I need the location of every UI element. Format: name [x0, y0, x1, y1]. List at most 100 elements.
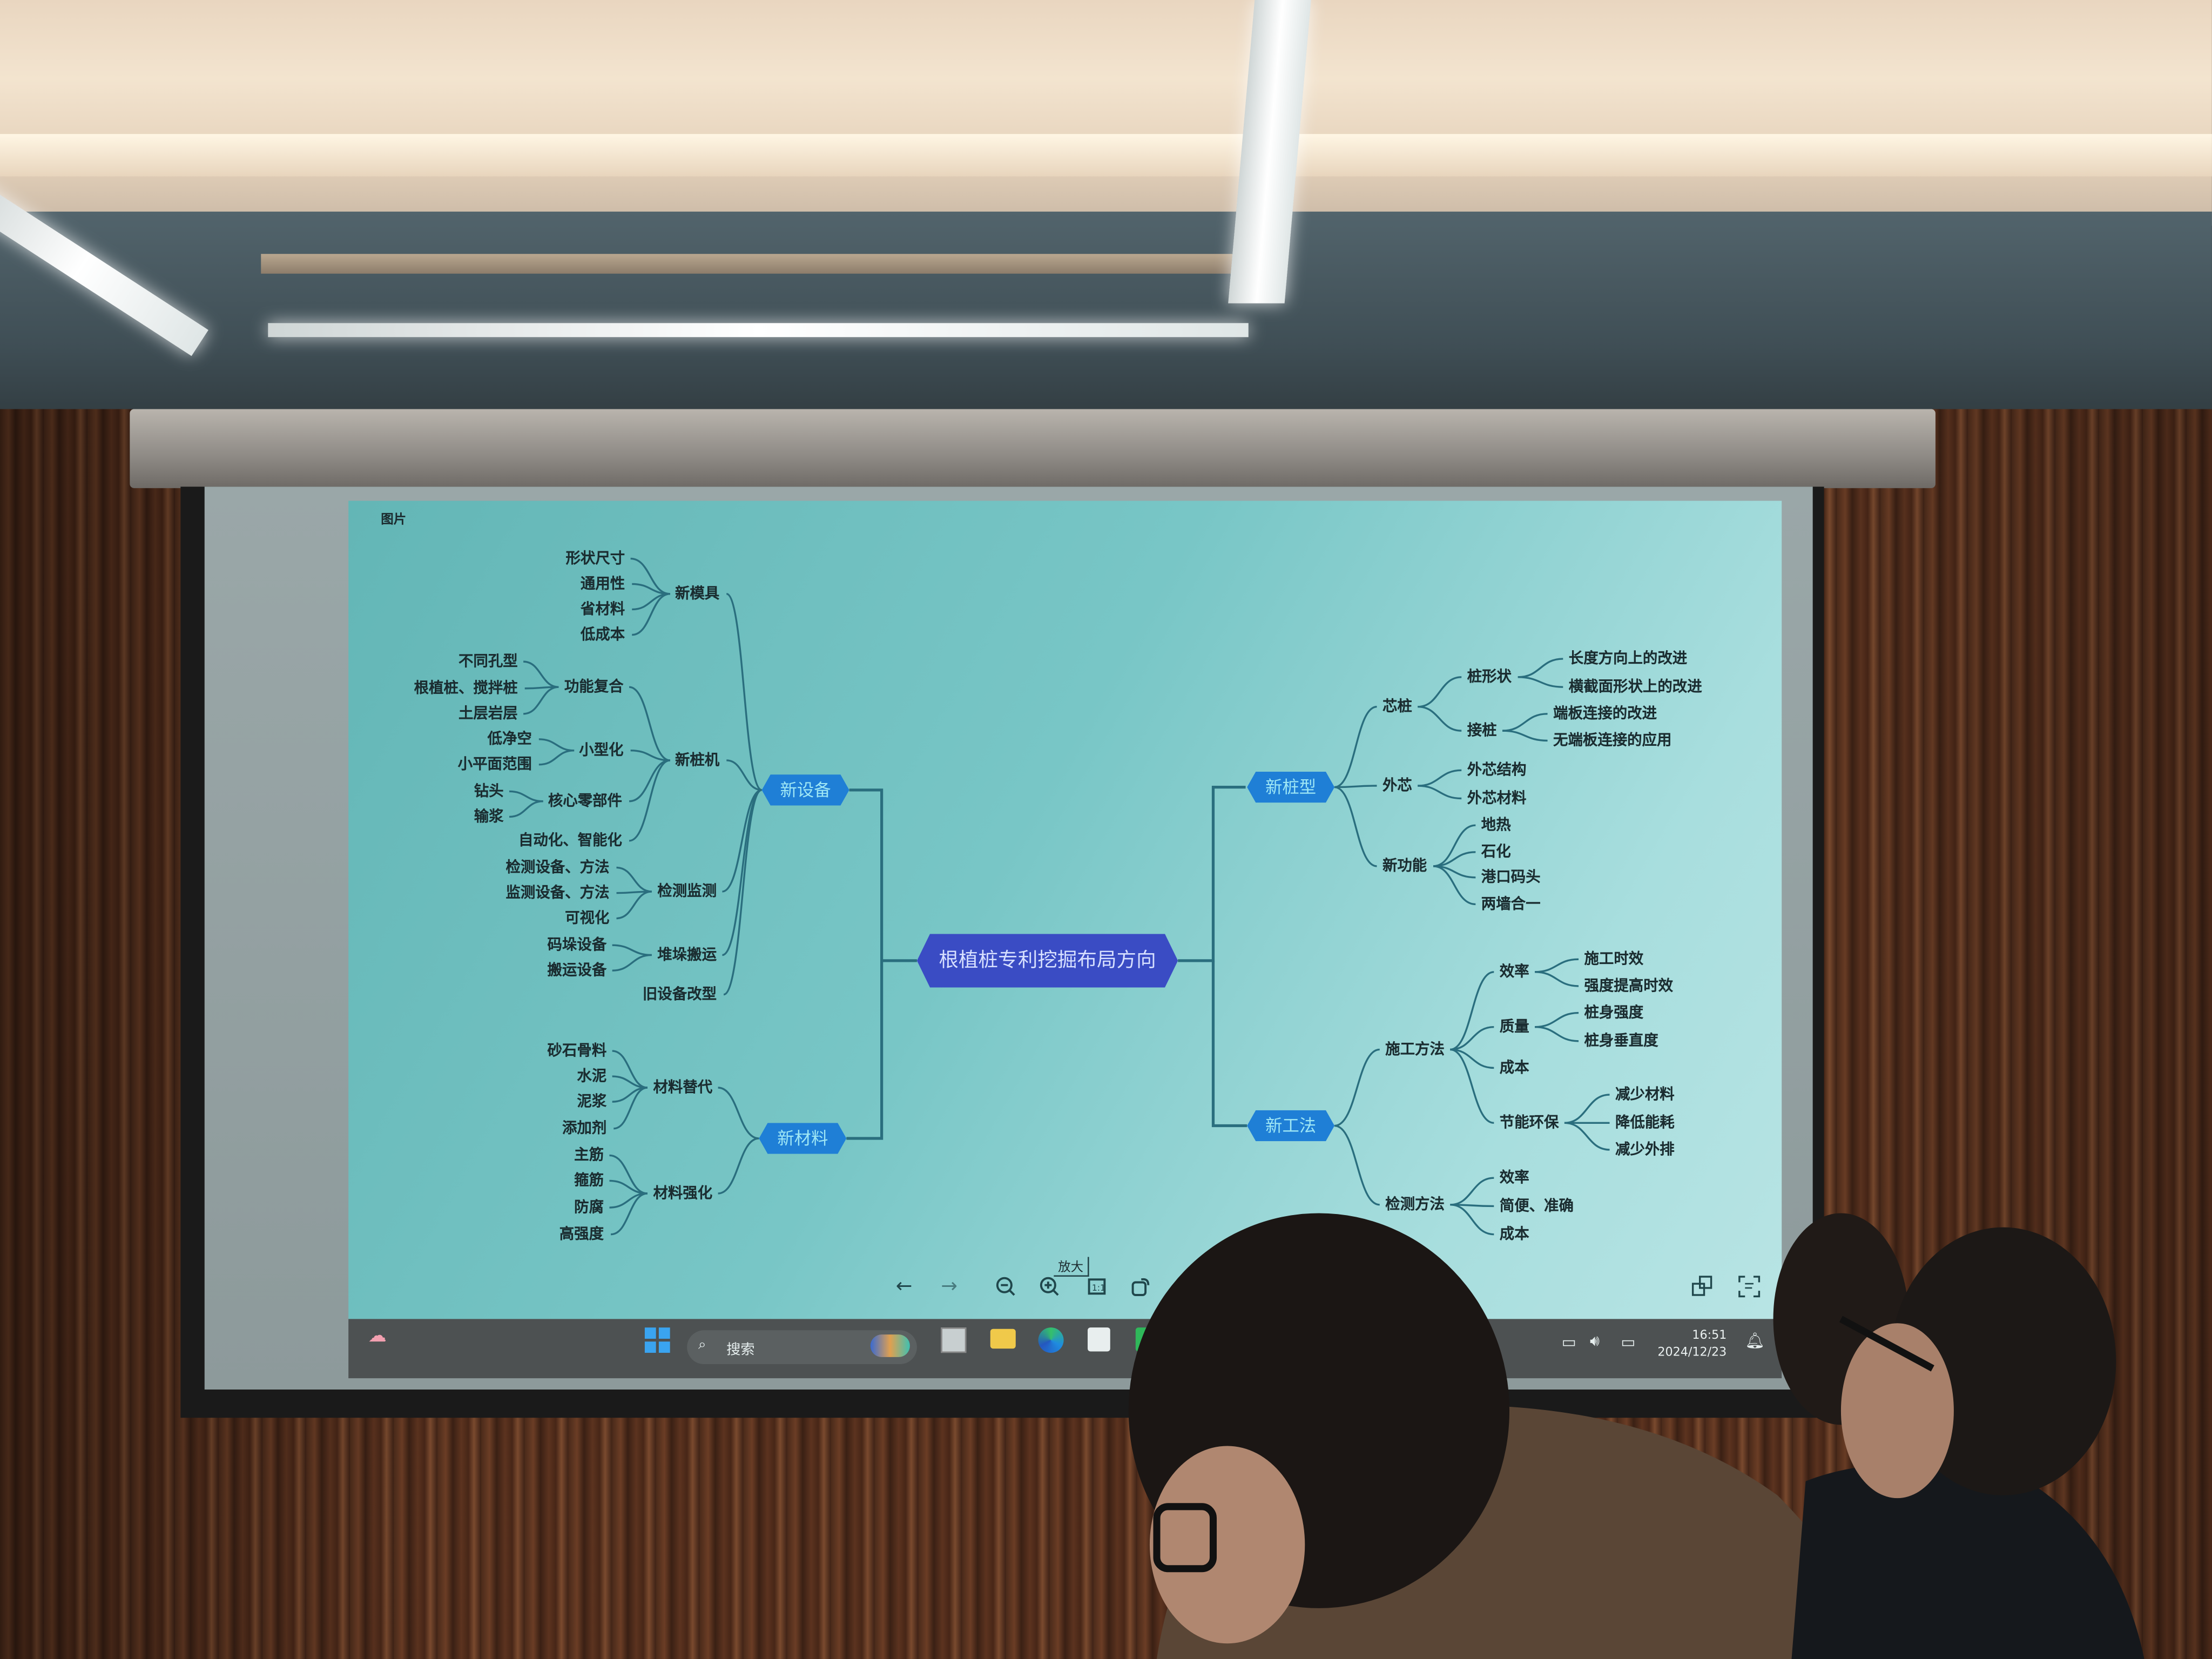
zoom-in-icon[interactable] — [1038, 1275, 1061, 1303]
arrow-left-icon[interactable]: ← — [895, 1275, 913, 1298]
mindmap-root-node: 根植桩专利挖掘布局方向 — [916, 934, 1178, 988]
projector-screen-housing — [130, 409, 1936, 488]
mindmap-branch-node: 新桩型 — [1247, 771, 1335, 803]
mindmap-topic-node: 桩身垂直度 — [1584, 1033, 1658, 1050]
task-view-icon[interactable] — [941, 1327, 967, 1353]
mindmap-topic-node: 水泥 — [577, 1068, 607, 1085]
mindmap-topic-node: 检测方法 — [1385, 1196, 1445, 1213]
search-icon: ⌕ — [698, 1337, 706, 1353]
clock-time: 16:51 — [1692, 1328, 1727, 1343]
person-face — [1149, 1446, 1305, 1644]
store-icon[interactable] — [1088, 1327, 1110, 1352]
svg-text:1:1: 1:1 — [1092, 1283, 1105, 1293]
actual-size-icon[interactable]: 1:1 — [1086, 1275, 1109, 1303]
mindmap-topic-node: 码垛设备 — [547, 936, 607, 954]
mindmap-connector — [1535, 1026, 1579, 1042]
mindmap-connector — [849, 788, 917, 962]
weather-icon[interactable]: ☁ — [368, 1326, 387, 1347]
mindmap-topic-node: 土层岩层 — [458, 705, 518, 723]
mindmap-topic-node: 外芯结构 — [1467, 761, 1527, 779]
mindmap-topic-node: 自动化、智能化 — [518, 832, 622, 849]
start-icon[interactable] — [644, 1327, 670, 1358]
mindmap-connector — [1450, 1048, 1494, 1069]
mindmap-connector — [1334, 786, 1377, 867]
mindmap-topic-node: 钻头 — [474, 783, 504, 800]
mindmap-connector — [616, 891, 652, 920]
mindmap-branch-node: 新材料 — [759, 1123, 847, 1154]
mindmap-topic-node: 不同孔型 — [458, 653, 518, 670]
mindmap-topic-node: 降低能耗 — [1615, 1114, 1675, 1131]
volume-icon[interactable]: 🔊︎ — [1589, 1331, 1600, 1350]
taskbar-clock[interactable]: 16:51 2024/12/23 — [1657, 1327, 1727, 1361]
taskbar-search-box[interactable]: ⌕ 搜索 — [687, 1330, 917, 1364]
visual-search-icon[interactable] — [1691, 1275, 1714, 1303]
mindmap-topic-node: 新模具 — [675, 585, 720, 603]
mindmap-connector — [1418, 706, 1462, 732]
mindmap-topic-node: 泥浆 — [577, 1093, 607, 1110]
copilot-icon[interactable] — [870, 1334, 910, 1357]
mindmap-topic-node: 地热 — [1481, 817, 1511, 834]
mindmap-connector — [1502, 730, 1548, 742]
mindmap-topic-node: 小平面范围 — [457, 756, 532, 773]
mindmap-topic-node: 材料强化 — [653, 1185, 713, 1202]
edge-icon[interactable] — [1038, 1327, 1064, 1353]
mindmap-connector — [613, 1087, 648, 1130]
search-placeholder: 搜索 — [726, 1343, 755, 1359]
mindmap-topic-node: 主筋 — [574, 1147, 604, 1164]
mindmap-topic-node: 检测设备、方法 — [505, 859, 610, 876]
arrow-right-icon[interactable]: → — [941, 1275, 957, 1298]
mindmap-topic-node: 效率 — [1499, 963, 1529, 981]
mindmap-connector — [1450, 1204, 1494, 1236]
mindmap-topic-node: 简便、准确 — [1499, 1197, 1574, 1215]
mindmap-connector — [610, 1192, 648, 1236]
mindmap-topic-node: 搬运设备 — [547, 962, 607, 979]
mindmap-connector — [1178, 785, 1246, 962]
mindmap-connector — [538, 749, 575, 766]
mindmap-topic-node: 新桩机 — [675, 752, 720, 769]
mindmap-topic-node: 长度方向上的改进 — [1568, 650, 1688, 667]
mindmap-connectors — [509, 557, 1610, 1236]
mindmap-connector — [846, 960, 884, 1140]
mindmap-connector — [629, 759, 671, 842]
mindmap-connector — [1564, 1122, 1610, 1151]
mindmap-topic-node: 新功能 — [1382, 858, 1427, 875]
mindmap-topic-node: 核心零部件 — [548, 793, 622, 810]
zoom-out-icon[interactable] — [995, 1275, 1017, 1303]
mindmap-branch-node: 新工法 — [1247, 1110, 1335, 1142]
mindmap-connector — [1564, 1094, 1610, 1124]
file-explorer-icon[interactable] — [990, 1328, 1016, 1349]
mindmap-connector — [718, 1137, 759, 1195]
notification-bell-icon[interactable]: 🔔︎ — [1745, 1331, 1765, 1350]
mindmap-connector — [612, 954, 652, 972]
mindmap-topic-node: 芯桩 — [1382, 698, 1412, 716]
text-scan-icon[interactable] — [1738, 1275, 1761, 1303]
mindmap-topic-node: 端板连接的改进 — [1553, 705, 1657, 723]
mindmap-topic-node: 小型化 — [579, 742, 624, 759]
mindmap-branch-node: 新设备 — [761, 774, 849, 806]
mindmap-topic-node: 功能复合 — [564, 678, 624, 696]
mindmap-topic-node: 减少外排 — [1615, 1141, 1675, 1158]
mindmap-connector — [630, 749, 670, 761]
mindmap-topic-node: 可视化 — [565, 909, 610, 927]
mindmap-topic-node: 成本 — [1499, 1226, 1529, 1243]
rotate-icon[interactable] — [1130, 1275, 1152, 1303]
window-title: 图片 — [381, 513, 407, 528]
mindmap-topic-node: 堆垛搬运 — [657, 946, 717, 964]
image-viewer-window: 图片 根植桩专利挖掘布局方向 新设备新模具形状尺寸通用性省材料低成本新桩机功能复… — [348, 501, 1782, 1319]
mindmap-topic-node: 检测监测 — [657, 883, 717, 900]
mindmap-connector — [1518, 658, 1563, 678]
mindmap-topic-node: 桩形状 — [1467, 669, 1512, 686]
network-icon[interactable]: ▭ — [1561, 1333, 1576, 1352]
mindmap-topic-node: 低成本 — [580, 626, 625, 644]
mindmap-topic-node: 无端板连接的应用 — [1553, 732, 1672, 750]
clock-date: 2024/12/23 — [1657, 1346, 1727, 1360]
mindmap-topic-node: 添加剂 — [562, 1120, 607, 1137]
mindmap-connector — [629, 686, 671, 761]
mindmap-connector — [509, 800, 543, 818]
ceiling — [0, 0, 2212, 226]
battery-icon[interactable]: ▭ — [1621, 1333, 1636, 1352]
mindmap-connector — [1334, 785, 1377, 788]
mindmap-connector — [1418, 785, 1462, 800]
mindmap-connector — [726, 759, 762, 791]
